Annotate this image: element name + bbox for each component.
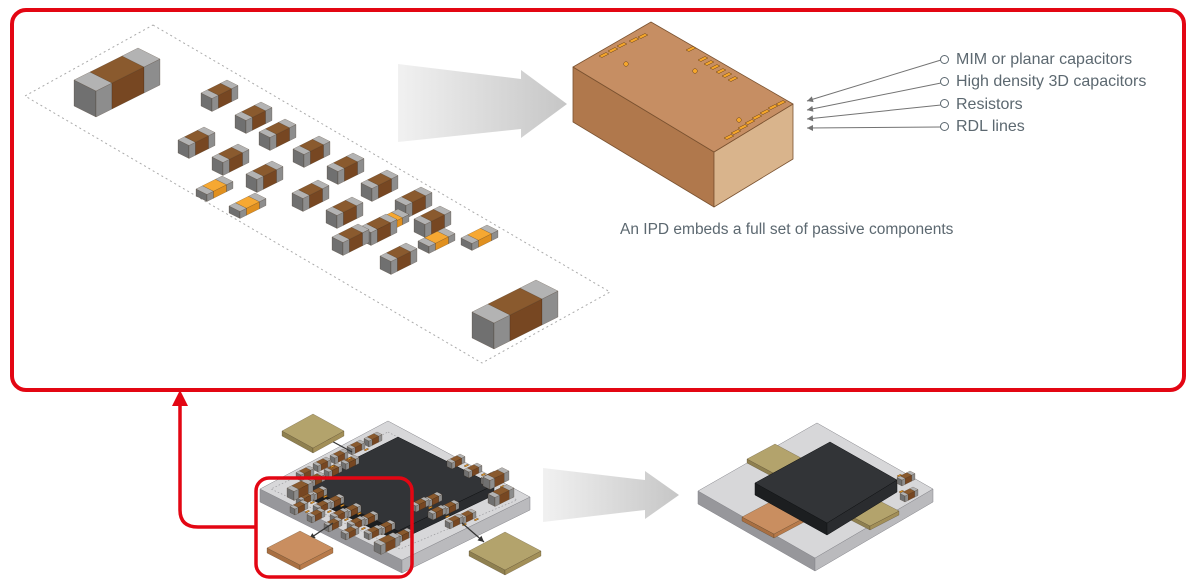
ipd-callout-list: MIM or planar capacitors High density 3D…: [940, 49, 1146, 139]
callout-item: High density 3D capacitors: [940, 71, 1146, 93]
transform-arrow-icon: [398, 64, 567, 142]
integration-arrow-icon: [543, 468, 679, 522]
pcb-integrated-illustration: [697, 422, 934, 572]
discrete-passive-components: [73, 47, 559, 350]
callout-label: MIM or planar capacitors: [956, 51, 1133, 68]
ipd-caption: An IPD embeds a full set of passive comp…: [620, 221, 954, 238]
bullet-circle-icon: [940, 121, 949, 131]
pcb-bottom-illustration: [259, 413, 934, 576]
discrete-components-outline: [24, 24, 611, 364]
callout-label: RDL lines: [956, 118, 1025, 136]
ipd-chip-illustration: [572, 21, 794, 208]
callout-label: High density 3D capacitors: [956, 73, 1147, 91]
bullet-circle-icon: [940, 99, 949, 109]
pcb-exploded-illustration: [259, 413, 542, 576]
bullet-circle-icon: [940, 54, 949, 64]
ipd-detail-panel: [10, 8, 1186, 392]
bullet-circle-icon: [940, 76, 949, 86]
callout-item: Resistors: [940, 94, 1146, 116]
ipd-top-illustration: [24, 21, 942, 364]
callout-leader-lines: [806, 59, 942, 131]
callout-label: Resistors: [956, 95, 1023, 113]
callout-item: RDL lines: [940, 116, 1146, 138]
callout-item: MIM or planar capacitors: [940, 49, 1146, 71]
